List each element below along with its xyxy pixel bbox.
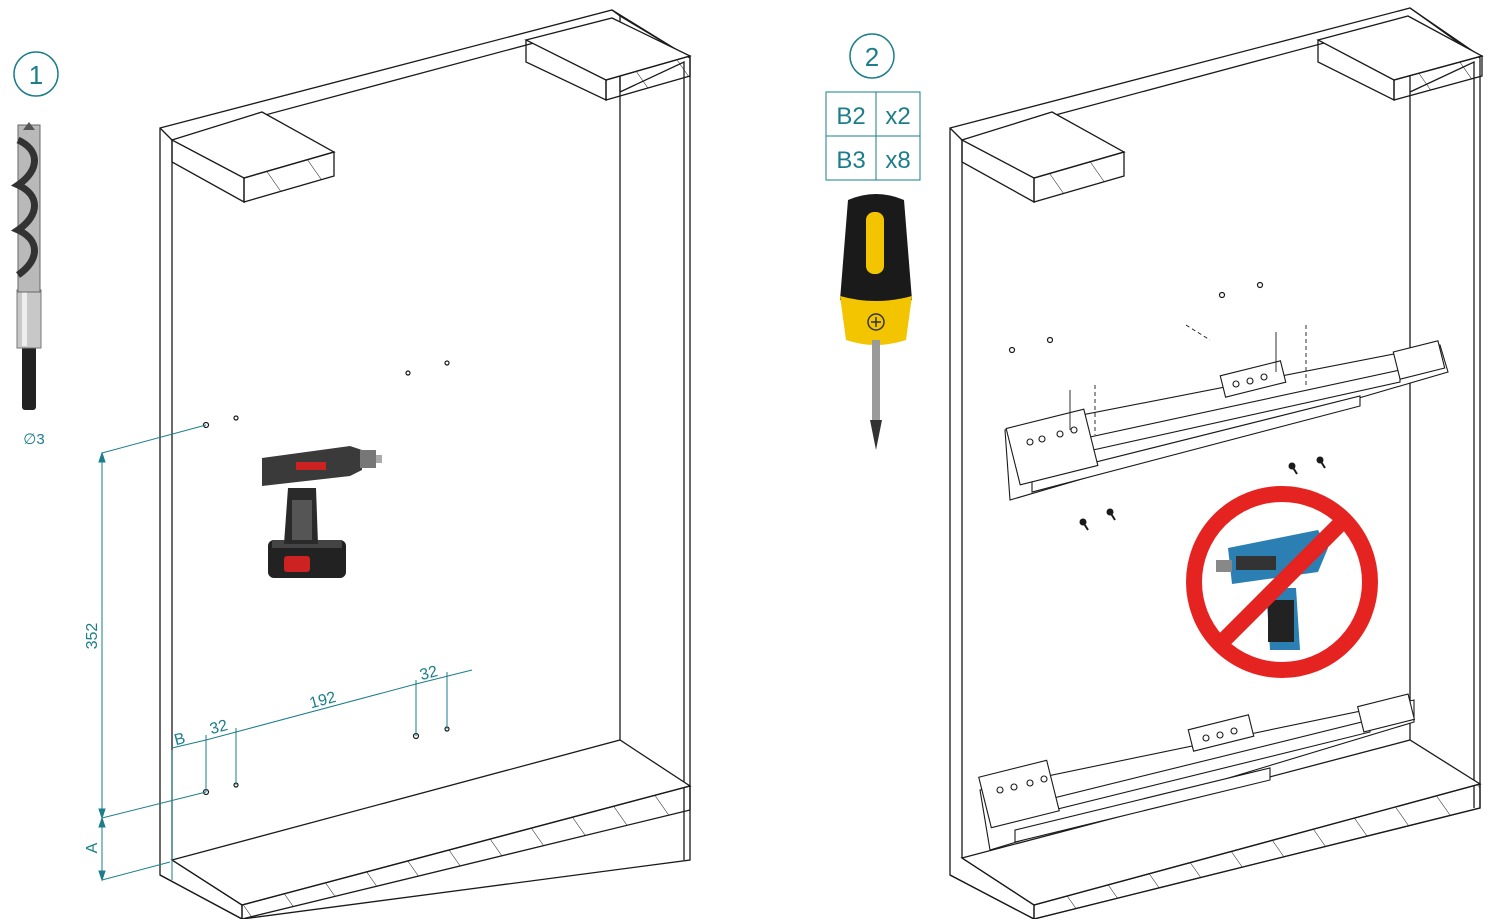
cabinet-left-top-block-front <box>170 111 336 204</box>
drill-bit-icon <box>10 122 42 410</box>
screw-code-b2: B2 <box>836 103 865 130</box>
guide-lines-upper <box>1069 324 1307 435</box>
screws <box>1079 456 1326 531</box>
dimension-352-label: 352 <box>84 623 101 650</box>
dimension-a-label: A <box>84 842 101 853</box>
step-2: 2 B2 x2 B3 x8 <box>825 33 921 450</box>
dimension-labels: 352 A B 32 192 32 <box>84 623 440 854</box>
dimension-32-left-label: 32 <box>208 717 230 738</box>
cabinet-right-top-block-front <box>960 111 1126 204</box>
no-power-drill-icon <box>1186 486 1378 678</box>
cabinet-left-bottom-shelf <box>159 739 692 919</box>
cabinet-left-top-block-back <box>524 17 692 102</box>
screw-table: B2 x2 B3 x8 <box>825 91 921 181</box>
cabinet-right-holes <box>1008 281 1264 354</box>
phillips-screwdriver-icon <box>840 194 912 450</box>
cabinet-left <box>159 9 692 919</box>
screw-qty-b3: x8 <box>885 147 910 174</box>
cabinet-right <box>949 7 1484 919</box>
dimension-b-label: B <box>172 730 187 749</box>
cabinet-right-top-block-back <box>1316 15 1484 102</box>
dimension-lines <box>98 424 473 882</box>
power-drill-icon <box>262 446 382 578</box>
step-1-number: 1 <box>29 60 43 90</box>
step-1: 1 ∅3 <box>10 51 59 448</box>
dimension-192-label: 192 <box>308 689 338 712</box>
drill-bit-diameter-label: ∅3 <box>23 431 44 448</box>
step-1-badge <box>13 51 59 97</box>
screw-code-b3: B3 <box>836 147 865 174</box>
screw-qty-b2: x2 <box>885 103 910 130</box>
step-2-badge <box>849 33 895 79</box>
step-2-number: 2 <box>865 42 879 72</box>
drawer-runner-lower <box>978 693 1416 851</box>
dimension-32-right-label: 32 <box>418 663 440 684</box>
drawer-runner-upper <box>1004 340 1449 501</box>
